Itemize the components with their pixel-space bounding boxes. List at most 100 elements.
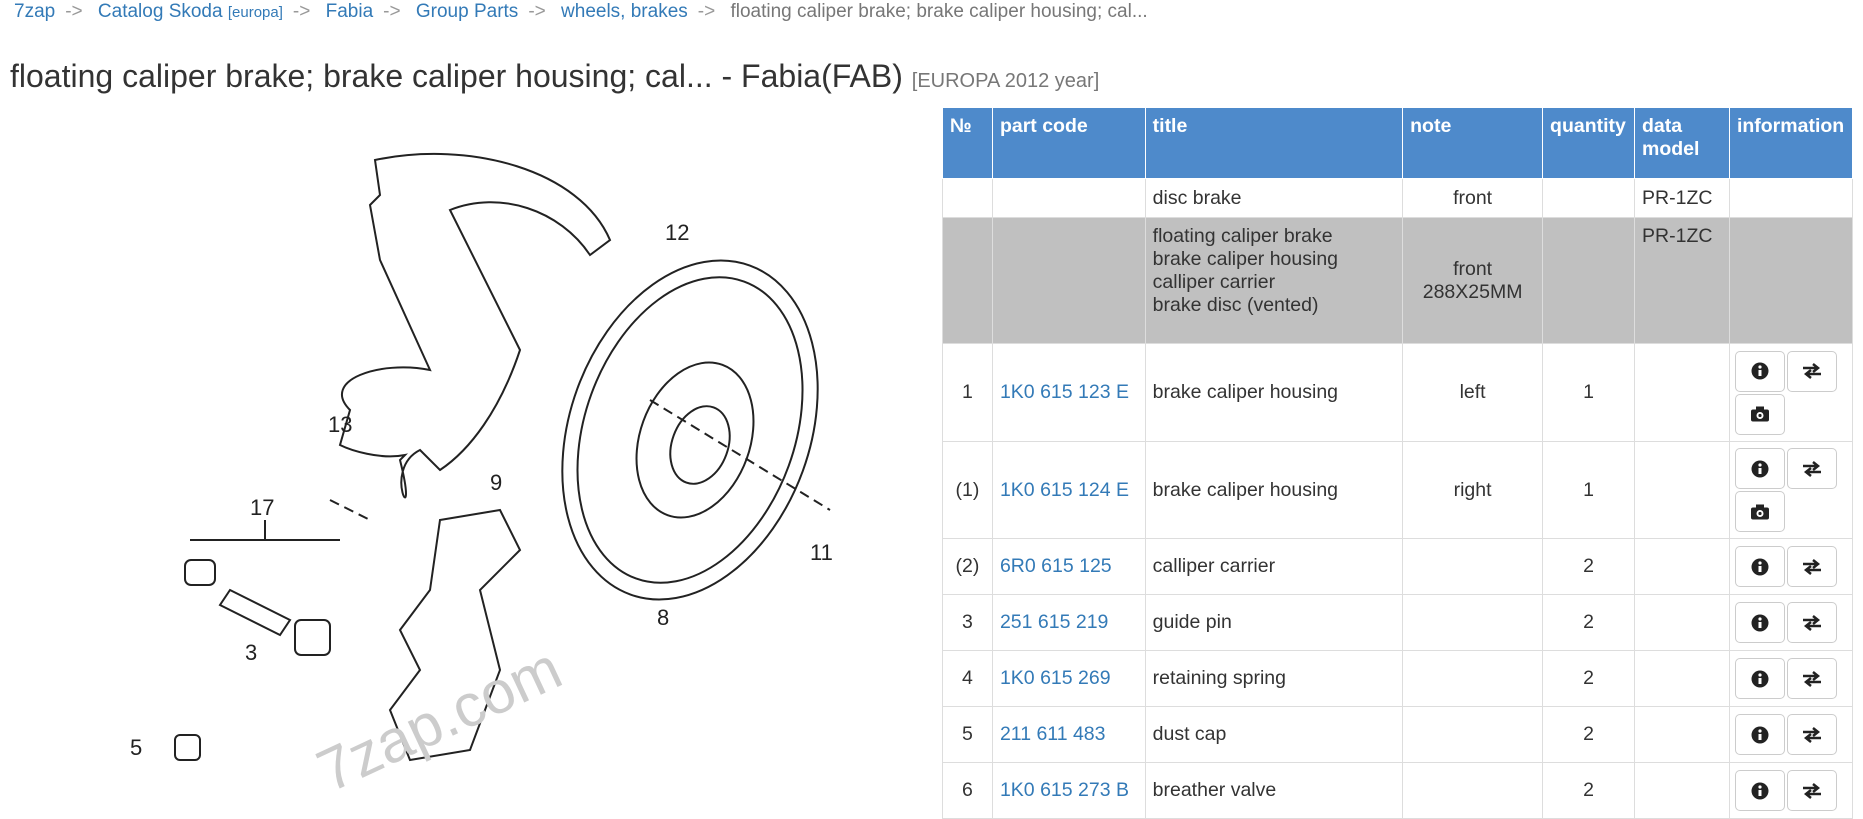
cell-data-model: PR-1ZC	[1634, 178, 1730, 218]
page-title: floating caliper brake; brake caliper ho…	[10, 58, 1099, 95]
col-part-code: part code	[991, 107, 1146, 179]
diagram-label[interactable]: 13	[328, 412, 352, 437]
photo-button[interactable]	[1734, 491, 1785, 532]
cell-title: breather valve	[1144, 762, 1404, 819]
info-button[interactable]	[1734, 448, 1785, 489]
cell-part-code: 1K0 615 123 E	[991, 343, 1146, 442]
part-code-link[interactable]: 1K0 615 273 B	[999, 779, 1129, 801]
cell-data-model	[1634, 343, 1730, 442]
part-code-link[interactable]: 211 611 483	[999, 723, 1106, 745]
cell-number: 5	[942, 706, 993, 763]
part-code-link[interactable]: 1K0 615 124 E	[999, 478, 1129, 501]
diagram-label[interactable]: 17	[250, 495, 274, 520]
breadcrumb-region: [europa]	[227, 4, 283, 21]
cell-note: front 288X25MM	[1402, 217, 1544, 344]
cell-quantity: 2	[1542, 594, 1636, 651]
replace-button[interactable]	[1786, 350, 1837, 392]
cell-quantity: 2	[1542, 762, 1636, 819]
cell-part-code: 211 611 483	[991, 706, 1146, 763]
info-button[interactable]	[1734, 350, 1785, 392]
breadcrumb-wheels-brakes[interactable]: wheels, brakes	[561, 1, 688, 22]
col-title: title	[1144, 107, 1404, 179]
cell-number: 3	[942, 594, 993, 651]
diagram-label[interactable]: 9	[490, 470, 502, 495]
replace-button[interactable]	[1786, 546, 1837, 587]
replace-button[interactable]	[1786, 602, 1837, 643]
cell-part-code: 1K0 615 269	[991, 650, 1146, 707]
col-information: information	[1728, 107, 1854, 179]
cell-part-code: 6R0 615 125	[991, 538, 1146, 595]
cell-quantity: 2	[1542, 538, 1636, 595]
diagram-label[interactable]: 8	[657, 605, 669, 630]
cell-title: brake caliper housing	[1144, 441, 1404, 539]
photo-button[interactable]	[1734, 393, 1785, 435]
cell-part-code	[991, 178, 1146, 218]
diagram-label[interactable]: 11	[810, 540, 833, 565]
cell-note	[1402, 762, 1544, 819]
col-note: note	[1402, 107, 1544, 179]
cell-part-code: 1K0 615 273 B	[991, 762, 1146, 819]
cell-quantity: 2	[1542, 650, 1636, 707]
cell-data-model	[1634, 594, 1730, 651]
diagram-label[interactable]: 12	[665, 220, 689, 245]
info-button[interactable]	[1734, 546, 1785, 587]
cell-information	[1728, 441, 1854, 539]
part-code-link[interactable]: 1K0 615 123 E	[999, 381, 1129, 403]
part-code-link[interactable]: 6R0 615 125	[999, 555, 1112, 577]
cell-note	[1402, 650, 1544, 707]
cell-part-code: 1K0 615 124 E	[991, 441, 1146, 539]
diagram-label[interactable]: 5	[130, 735, 142, 760]
cell-information	[1728, 762, 1854, 819]
replace-button[interactable]	[1786, 448, 1837, 489]
info-button[interactable]	[1734, 770, 1785, 811]
replace-button[interactable]	[1786, 770, 1837, 811]
page-title-sub: [EUROPA 2012 year]	[911, 70, 1100, 92]
breadcrumb: 7zap-> Catalog Skoda [europa]-> Fabia-> …	[14, 0, 1148, 25]
breadcrumb-separator: ->	[528, 1, 546, 22]
table-row[interactable]: floating caliper brake brake caliper hou…	[942, 217, 1854, 344]
breadcrumb-catalog-label: Catalog Skoda	[97, 1, 223, 22]
info-button[interactable]	[1734, 714, 1785, 755]
part-code-link[interactable]: 1K0 615 269	[999, 667, 1111, 689]
page-title-main: floating caliper brake; brake caliper ho…	[10, 58, 903, 94]
replace-button[interactable]	[1786, 714, 1837, 755]
breadcrumb-catalog[interactable]: Catalog Skoda [europa]	[98, 1, 283, 22]
info-button[interactable]	[1734, 658, 1785, 699]
table-row[interactable]: 3 251 615 219 guide pin 2	[942, 594, 1854, 651]
cell-information	[1728, 178, 1854, 218]
cell-data-model	[1634, 538, 1730, 595]
replace-button[interactable]	[1786, 658, 1837, 699]
cell-number: (1)	[942, 441, 993, 539]
diagram-label[interactable]: 3	[245, 640, 257, 665]
cell-title: guide pin	[1144, 594, 1404, 651]
breadcrumb-model[interactable]: Fabia	[325, 1, 374, 22]
cell-data-model	[1634, 706, 1730, 763]
col-number: №	[942, 107, 993, 179]
breadcrumb-separator: ->	[383, 1, 401, 22]
caliper-carrier	[388, 508, 522, 762]
parts-diagram[interactable]: 12 13 17 9 8 11 3 5 7zap.com	[0, 110, 920, 793]
cell-information	[1728, 343, 1854, 442]
cell-title: disc brake	[1144, 178, 1404, 218]
cell-title: dust cap	[1144, 706, 1404, 763]
cell-number	[942, 217, 993, 344]
cell-title: floating caliper brake brake caliper hou…	[1144, 217, 1404, 344]
info-button[interactable]	[1734, 602, 1785, 643]
cell-title: brake caliper housing	[1144, 343, 1404, 442]
cell-number	[942, 178, 993, 218]
brake-disc	[561, 259, 819, 601]
cell-information	[1728, 217, 1854, 344]
col-data-model: data model	[1634, 107, 1730, 179]
part-code-link[interactable]: 251 615 219	[999, 611, 1109, 633]
brake-shield	[338, 153, 612, 499]
breadcrumb-home[interactable]: 7zap	[14, 1, 56, 22]
cell-note: left	[1402, 343, 1544, 442]
breadcrumb-group-parts[interactable]: Group Parts	[415, 1, 519, 22]
